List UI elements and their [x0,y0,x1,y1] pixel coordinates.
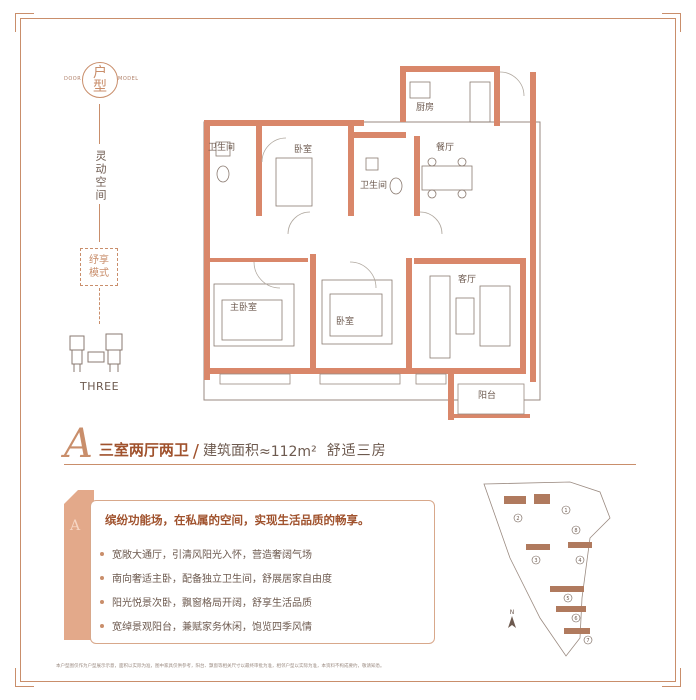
bullet-icon [100,575,104,580]
mode-box: 纾享 模式 [80,248,118,286]
badge-bottom-char: 型 [93,79,107,95]
feature-text: 南向奢适主卧，配备独立卫生间，舒展居家自由度 [112,574,332,585]
figures-illustration [69,333,123,372]
three-label: THREE [80,380,120,393]
room-bedroom-top: 卧室 [294,143,312,155]
divider-line [99,204,100,242]
unit-subtitle: 舒适三房 [326,443,387,459]
room-dining: 餐厅 [436,141,454,153]
frame-corner [15,13,34,32]
feature-item: 南向奢适主卧，配备独立卫生间，舒展居家自由度 [100,570,332,585]
svg-text:A: A [69,518,81,534]
floor-plan: 厨房 餐厅 卫生间 卧室 卫生间 主卧室 卧室 客厅 阳台 [203,66,541,420]
north-arrow-icon: N [508,609,516,628]
site-marker: 5 [566,596,569,602]
site-marker: 4 [578,558,581,564]
features-slogan: 缤纷功能场，在私属的空间，实现生活品质的畅享。 [105,513,370,527]
features-box [90,500,435,644]
site-marker: 3 [534,558,537,564]
bullet-icon [100,623,104,628]
feature-item: 宽绰景观阳台，兼赋家务休闲，饱览四季风情 [100,618,312,633]
site-marker: 6 [574,616,577,622]
feature-item: 阳光悦景次卧，飘窗格局开阔，舒享生活品质 [100,594,312,609]
area-label: 建筑面积 [202,443,259,459]
room-bath2: 卫生间 [360,179,387,191]
room-master: 主卧室 [230,301,257,313]
feature-text: 阳光悦景次卧，飘窗格局开阔，舒享生活品质 [112,598,312,609]
room-kitchen: 厨房 [416,101,434,113]
frame-corner [662,668,681,687]
badge-top-char: 户 [93,65,107,81]
frame-corner [662,13,681,32]
site-marker: 1 [564,508,567,514]
site-marker: 8 [574,528,577,534]
divider-line [99,104,100,144]
badge-left-label: DOOR [64,76,82,82]
sidebar-vertical-text: 灵动空间 [94,150,107,202]
unit-type-title: 三室两厅两卫 [98,441,189,459]
bullet-icon [100,551,104,556]
room-bedroom2: 卧室 [336,315,354,327]
title-slash: / [192,441,199,462]
mode-line2: 模式 [89,268,109,279]
frame-corner [15,668,34,687]
north-label: N [510,609,515,616]
room-balcony: 阳台 [478,389,496,401]
mode-line1: 纾享 [89,255,109,266]
badge-right-label: MODEL [118,76,139,82]
site-marker: 2 [516,516,519,522]
page-frame [15,13,681,687]
feature-text: 宽敞大通厅，引清风阳光入怀，营造奢阔气场 [112,550,312,561]
unit-heading: A 三室两厅两卫 / 建筑面积 ≈112m² 舒适三房 [64,424,387,464]
footnote: 本户型图仅作为户型展示示意，面积以实际为准，图中家具仅供参考，阳台、飘窗等相关尺… [56,664,385,669]
ribbon-decoration: A [64,490,94,640]
feature-item: 宽敞大通厅，引清风阳光入怀，营造奢阔气场 [100,546,312,561]
bullet-icon [100,599,104,604]
unit-letter: A [64,421,93,467]
area-value: ≈112m² [258,444,317,460]
site-plan: 1 2 3 4 5 6 7 8 N [483,481,611,657]
room-bath1: 卫生间 [208,141,235,153]
divider-line [99,288,101,324]
unit-badge: 户 型 [82,62,118,98]
room-living: 客厅 [458,273,476,285]
heading-rule [64,464,636,465]
feature-text: 宽绰景观阳台，兼赋家务休闲，饱览四季风情 [112,622,312,633]
site-marker: 7 [586,638,589,644]
